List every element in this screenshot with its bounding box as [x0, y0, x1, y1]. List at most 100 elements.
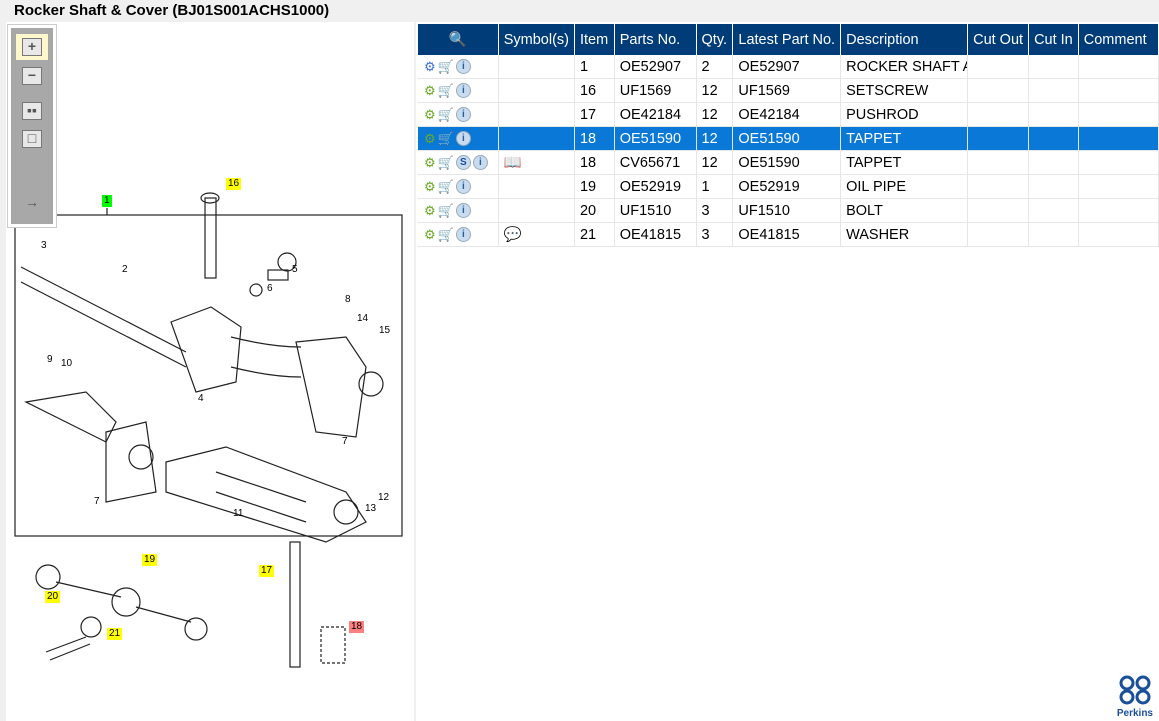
- perkins-logo-mark: [1119, 675, 1151, 705]
- part-no-cell[interactable]: OE52919: [614, 174, 697, 199]
- comment-cell: [1078, 55, 1159, 79]
- item-cell: 18: [574, 126, 615, 151]
- description-cell: ROCKER SHAFT AS: [840, 55, 969, 79]
- latest-part-no-cell: OE42184: [732, 102, 842, 127]
- symbols-cell: [498, 198, 575, 223]
- callout-18[interactable]: 18: [349, 621, 365, 633]
- callout-19[interactable]: 19: [142, 554, 158, 566]
- part-no-cell[interactable]: CV65671: [614, 150, 697, 175]
- zoom-in-button[interactable]: +: [16, 34, 48, 60]
- cart-icon[interactable]: 🛒: [437, 106, 454, 122]
- column-header-symbols[interactable]: Symbol(s): [498, 24, 575, 55]
- info-icon[interactable]: i: [455, 179, 471, 195]
- info-icon[interactable]: i: [472, 155, 488, 171]
- part-no-cell[interactable]: OE42184: [614, 102, 697, 127]
- part-no-cell[interactable]: OE41815: [614, 222, 697, 247]
- info-icon[interactable]: i: [455, 59, 471, 75]
- cut-in-cell: [1028, 126, 1079, 151]
- latest-part-no-cell: UF1510: [732, 198, 842, 223]
- column-header-latest-part-no[interactable]: Latest Part No.: [732, 24, 842, 55]
- cart-icon[interactable]: 🛒: [437, 130, 454, 146]
- cut-out-cell: [967, 55, 1030, 79]
- callout-1[interactable]: 1: [102, 195, 112, 207]
- comment-cell: [1078, 198, 1159, 223]
- symbols-cell: [498, 126, 575, 151]
- gear-icon: ⚙: [424, 82, 436, 98]
- zoom-out-icon: −: [22, 67, 42, 85]
- gear-icon: ⚙: [424, 106, 436, 122]
- cart-icon[interactable]: 🛒: [437, 178, 454, 194]
- info-icon[interactable]: i: [455, 203, 471, 219]
- symbols-cell: 💬: [498, 222, 575, 247]
- qty-cell: 12: [696, 126, 734, 151]
- actual-size-button[interactable]: □: [16, 126, 48, 152]
- comment-cell: [1078, 102, 1159, 127]
- latest-part-no-cell: OE41815: [732, 222, 842, 247]
- part-no-cell[interactable]: UF1569: [614, 78, 697, 103]
- cut-out-cell: [967, 222, 1030, 247]
- parts-table: 🔍 Symbol(s) Item Parts No. Qty. Latest P…: [418, 24, 1159, 247]
- column-header-comment[interactable]: Comment: [1078, 24, 1159, 55]
- part-no-cell[interactable]: UF1510: [614, 198, 697, 223]
- diagram-toolbar: + − ▪▪ □ →: [7, 24, 57, 228]
- info-icon[interactable]: i: [455, 227, 471, 243]
- symbols-cell: 📖: [498, 150, 575, 175]
- cart-icon[interactable]: 🛒: [437, 154, 454, 170]
- page-title: Rocker Shaft & Cover (BJ01S001ACHS1000): [14, 2, 330, 19]
- export-button[interactable]: →: [16, 190, 48, 216]
- column-header-search[interactable]: 🔍: [418, 24, 499, 55]
- book-search-icon[interactable]: 📖: [503, 155, 522, 171]
- cut-in-cell: [1028, 78, 1079, 103]
- description-cell: PUSHROD: [840, 102, 969, 127]
- zoom-out-button[interactable]: −: [16, 63, 48, 89]
- info-icon[interactable]: i: [455, 107, 471, 123]
- label-10: 10: [61, 358, 73, 369]
- column-header-description[interactable]: Description: [840, 24, 969, 55]
- part-no-cell[interactable]: OE52907: [614, 55, 697, 79]
- cart-icon[interactable]: 🛒: [437, 82, 454, 98]
- info-icon[interactable]: i: [455, 83, 471, 99]
- comment-exclamation-icon[interactable]: 💬: [503, 227, 522, 243]
- column-header-qty[interactable]: Qty.: [696, 24, 734, 55]
- comment-cell: [1078, 78, 1159, 103]
- callout-20[interactable]: 20: [45, 591, 61, 603]
- column-header-cut-in[interactable]: Cut In: [1028, 24, 1079, 55]
- qty-cell: 1: [696, 174, 734, 199]
- description-cell: SETSCREW: [840, 78, 969, 103]
- fit-all-button[interactable]: ▪▪: [16, 98, 48, 124]
- callout-16[interactable]: 16: [226, 178, 242, 190]
- callout-21[interactable]: 21: [107, 628, 123, 640]
- latest-part-no-cell: OE51590: [732, 150, 842, 175]
- description-cell: BOLT: [840, 198, 969, 223]
- square-icon: □: [22, 130, 42, 148]
- search-document-icon: 🔍: [448, 32, 467, 48]
- cut-out-cell: [967, 150, 1030, 175]
- item-cell: 17: [574, 102, 615, 127]
- info-icon[interactable]: i: [455, 131, 471, 147]
- supersession-s-icon[interactable]: S: [455, 155, 471, 171]
- label-3: 3: [41, 240, 47, 251]
- gear-icon: ⚙: [424, 178, 436, 194]
- callout-17[interactable]: 17: [259, 565, 275, 577]
- diagram-panel[interactable]: 1 16 19 20 21 17 18 3 2 5 6 8 14 15 9 10…: [6, 22, 414, 721]
- column-header-parts-no[interactable]: Parts No.: [614, 24, 697, 55]
- cart-icon[interactable]: 🛒: [437, 202, 454, 218]
- cart-icon[interactable]: 🛒: [437, 58, 454, 74]
- part-no-cell[interactable]: OE51590: [614, 126, 697, 151]
- cart-icon[interactable]: 🛒: [437, 226, 454, 242]
- label-14: 14: [357, 313, 369, 324]
- symbols-cell: [498, 174, 575, 199]
- comment-cell: [1078, 222, 1159, 247]
- column-header-item[interactable]: Item: [574, 24, 615, 55]
- column-header-cut-out[interactable]: Cut Out: [967, 24, 1030, 55]
- item-cell: 16: [574, 78, 615, 103]
- label-5: 5: [292, 264, 298, 275]
